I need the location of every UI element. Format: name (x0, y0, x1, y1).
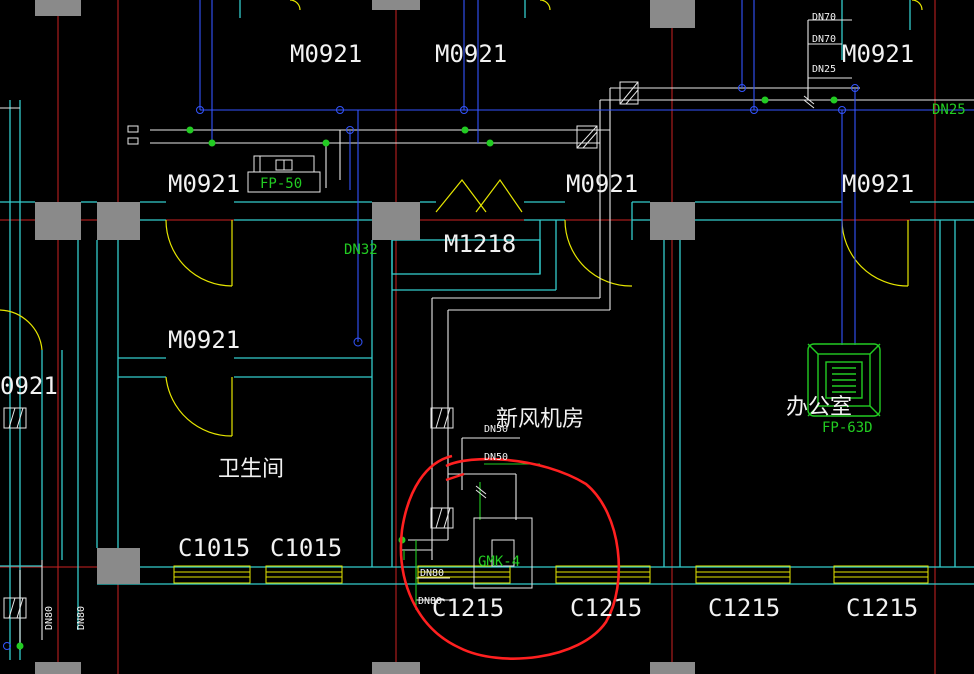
windows-graphics (173, 565, 929, 584)
walls (0, 0, 974, 660)
pipe-size-dn25b: DN25 (932, 102, 966, 118)
cassette-unit-icon (807, 343, 881, 417)
pipe-size-dn70b: DN70 (812, 34, 836, 45)
window-label-c5: C1215 (708, 594, 780, 622)
fan-coil-icon (247, 155, 321, 193)
pipe-size-dn80d: DN80 (76, 606, 87, 630)
door-label-m5: M0921 (566, 170, 638, 198)
equipment-label-fp50: FP-50 (260, 176, 302, 192)
door-label-m2: M0921 (435, 40, 507, 68)
door-label-m6: M0921 (842, 170, 914, 198)
pipe-size-dn50a: DN50 (484, 424, 508, 435)
column-icon (35, 0, 695, 674)
pipes-green (403, 463, 540, 610)
room-label-toilet: 卫生间 (218, 457, 284, 482)
door-label-m7: M0921 (168, 326, 240, 354)
window-label-c6: C1215 (846, 594, 918, 622)
room-label-fresh-air: 新风机房 (496, 407, 584, 432)
highlight-circle-icon (399, 454, 621, 660)
door-label-m1: M0921 (290, 40, 362, 68)
valve-icon (3, 81, 815, 619)
pipe-nodes (3, 84, 859, 650)
highlight-tick (445, 472, 465, 482)
pipe-size-dn80a: DN80 (420, 568, 444, 579)
door-label-m3: M0921 (842, 40, 914, 68)
window-label-c2: C1015 (270, 534, 342, 562)
door-label-m4: M0921 (168, 170, 240, 198)
pipe-size-dn32: DN32 (344, 242, 378, 258)
pipes-blue (199, 0, 974, 345)
room-label-office: 办公室 (786, 395, 852, 420)
window-label-c1: C1015 (178, 534, 250, 562)
pipe-size-dn25a: DN25 (812, 64, 836, 75)
pipes-white (0, 19, 974, 650)
door-label-m-left: 0921 (0, 372, 58, 400)
equipment-label-fp63d: FP-63D (822, 420, 873, 436)
pipe-size-dn80c: DN80 (44, 606, 55, 630)
door-swings (0, 0, 923, 437)
pipe-size-dn50b: DN50 (484, 452, 508, 463)
pipe-size-dn80b: DN80 (418, 596, 442, 607)
door-label-m9: M1218 (444, 230, 516, 258)
equipment-label-gmk: GMK-4 (478, 554, 520, 570)
pipe-size-dn70a: DN70 (812, 12, 836, 23)
air-handler-unit (473, 517, 533, 589)
window-label-c3: C1215 (432, 594, 504, 622)
window-label-c4: C1215 (570, 594, 642, 622)
